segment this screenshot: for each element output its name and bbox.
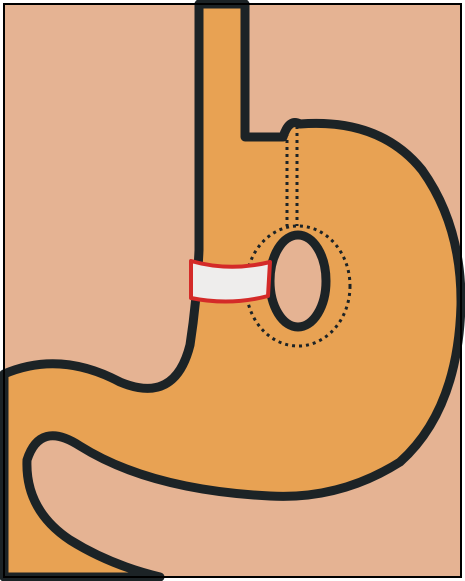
band-icon xyxy=(191,261,270,302)
window-icon xyxy=(270,235,326,327)
